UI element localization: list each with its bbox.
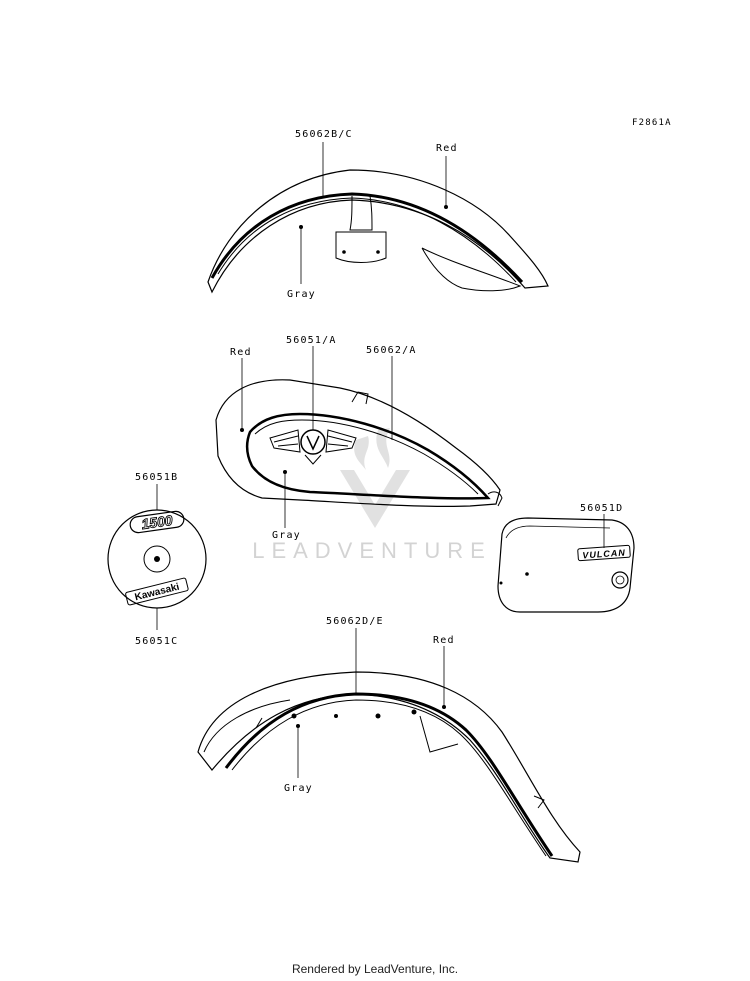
- front-fender-red-label: Red: [436, 143, 458, 154]
- fuel-tank-red-label: Red: [230, 347, 252, 358]
- rear-fender: 56062D/E Red Gray: [197, 616, 581, 863]
- winged-v-emblem: [269, 429, 357, 465]
- fuel-tank-stripe-part-label: 56062/A: [366, 345, 417, 356]
- watermark: LEADVENTURE: [252, 428, 492, 563]
- emblem-top-part-label: 56051B: [135, 472, 178, 483]
- footer-credit: Rendered by LeadVenture, Inc.: [291, 962, 459, 976]
- fuel-tank-emblem-part-label: 56051/A: [286, 335, 337, 346]
- side-cover: VULCAN 56051D: [497, 503, 635, 613]
- side-cover-badge-text: VULCAN: [582, 547, 626, 560]
- fuel-tank-gray-label: Gray: [272, 530, 301, 541]
- front-fender-gray-label: Gray: [287, 289, 316, 300]
- front-fender-stripe-part-label: 56062B/C: [295, 129, 353, 140]
- round-emblem: 1500 Kawasaki 56051B 56051C: [107, 472, 207, 647]
- emblem-bottom-part-label: 56051C: [135, 636, 178, 647]
- rear-fender-gray-label: Gray: [284, 783, 313, 794]
- leadventure-logo-icon: [340, 428, 410, 528]
- rear-fender-red-label: Red: [433, 635, 455, 646]
- watermark-text: LEADVENTURE: [252, 538, 492, 563]
- side-cover-part-label: 56051D: [580, 503, 623, 514]
- fuel-tank: Red 56051/A 56062/A Gray: [215, 335, 503, 541]
- figure-code: F2861A: [632, 118, 672, 128]
- front-fender: 56062B/C Red Gray: [207, 129, 549, 300]
- rear-fender-stripe-part-label: 56062D/E: [326, 616, 384, 627]
- emblem-badge-text: 1500: [140, 512, 173, 532]
